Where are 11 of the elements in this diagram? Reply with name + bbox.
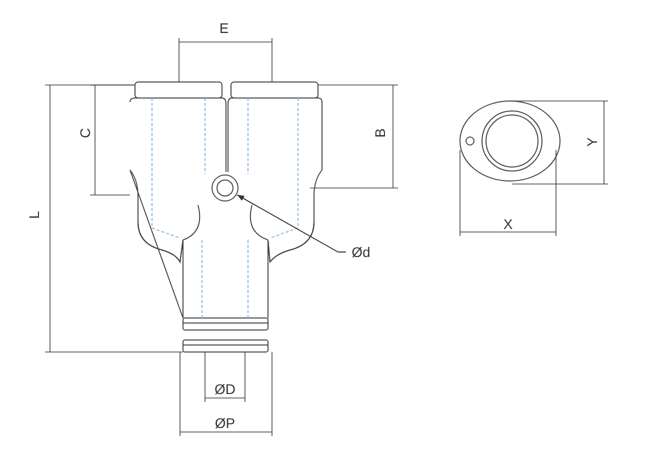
dimension-label: B [372, 127, 388, 140]
dimension-label: Y [584, 136, 600, 149]
dimension-label: ØD [214, 381, 236, 397]
callout-label: Ød [348, 244, 374, 260]
dimension-label: X [502, 216, 514, 232]
dimension-label: C [77, 126, 93, 140]
leader-line [236, 194, 346, 252]
dimension-label: ØP [214, 415, 236, 431]
port-hole [211, 174, 239, 202]
dimension-label: L [26, 210, 42, 221]
dimension-label: E [218, 20, 230, 36]
